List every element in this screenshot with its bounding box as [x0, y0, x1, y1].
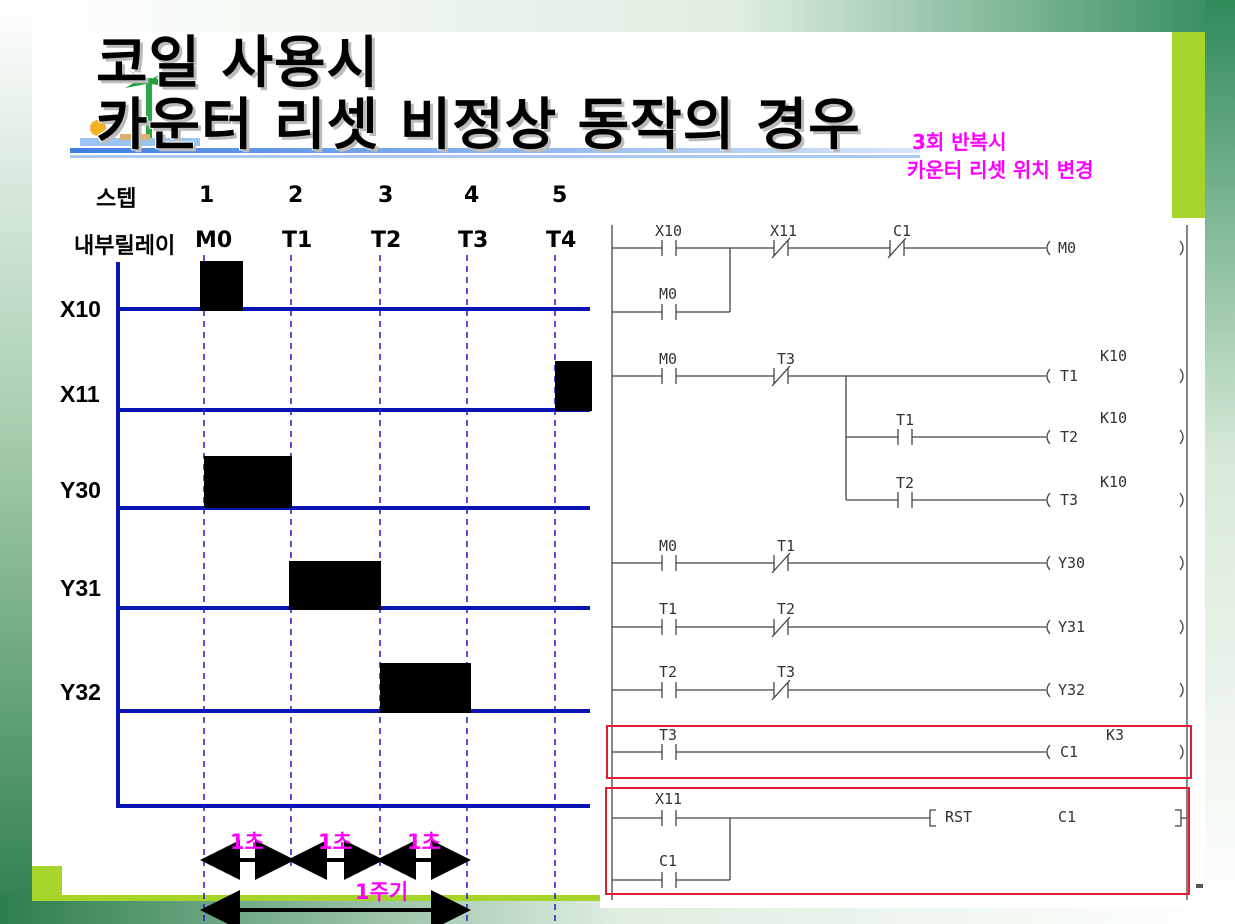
- contact-m0: M0: [659, 350, 677, 368]
- relay-t1: T1: [282, 228, 313, 253]
- coil-t1: T1: [1060, 367, 1078, 385]
- interval-label-2: 1초: [318, 830, 352, 854]
- contact-t3-nc: T3: [777, 350, 795, 368]
- palm-tree-icon: [80, 70, 200, 146]
- pulse-y30: [204, 456, 292, 508]
- note-line1: 3회 반복시: [912, 130, 1007, 154]
- relay-m0: M0: [195, 228, 233, 253]
- cycle-label: 1주기: [355, 880, 409, 904]
- interval-label-3: 1초: [407, 830, 441, 854]
- rst-operand: C1: [1058, 808, 1076, 826]
- relay-t3: T3: [458, 228, 489, 253]
- contact-t3-nc-y32: T3: [777, 663, 795, 681]
- signal-x10: X10: [60, 296, 101, 322]
- contact-t1: T1: [896, 411, 914, 429]
- contact-t2: T2: [896, 474, 914, 492]
- k-t1: K10: [1100, 347, 1127, 365]
- contact-m0-y30: M0: [659, 537, 677, 555]
- coil-y32: Y32: [1058, 681, 1085, 699]
- pulse-y31: [289, 561, 381, 610]
- highlight-box-reset: [605, 787, 1190, 895]
- step-label: 스텝: [96, 187, 137, 212]
- contact-m0-latch: M0: [659, 285, 677, 303]
- contact-t2-nc: T2: [777, 600, 795, 618]
- relay-label: 내부릴레이: [74, 234, 176, 259]
- relay-t4: T4: [546, 228, 577, 253]
- step-4: 4: [464, 183, 480, 208]
- contact-c1-branch: C1: [659, 852, 677, 870]
- step-2: 2: [288, 183, 304, 208]
- contact-t2-y32: T2: [659, 663, 677, 681]
- slide-title-line2: 카운터 리셋 비정상 동작의 경우: [96, 93, 861, 158]
- contact-c1-nc: C1: [893, 222, 911, 240]
- contact-x11-nc: X11: [770, 222, 797, 240]
- signal-y31: Y31: [60, 575, 101, 601]
- rst-instruction: RST: [945, 808, 972, 826]
- contact-t3-c1: T3: [659, 726, 677, 744]
- coil-m0: M0: [1058, 239, 1076, 257]
- contact-x10: X10: [655, 222, 682, 240]
- k-t3: K10: [1100, 473, 1127, 491]
- interval-label-1: 1초: [230, 830, 264, 854]
- step-1: 1: [199, 183, 215, 208]
- coil-y30: Y30: [1058, 554, 1085, 572]
- coil-t2: T2: [1060, 428, 1078, 446]
- pulse-x11: [555, 361, 592, 411]
- relay-t2: T2: [371, 228, 402, 253]
- contact-t1-nc: T1: [777, 537, 795, 555]
- coil-c1: C1: [1060, 743, 1078, 761]
- step-5: 5: [552, 183, 568, 208]
- highlight-box-counter: [606, 725, 1192, 779]
- pulse-y32: [380, 663, 471, 713]
- coil-y31: Y31: [1058, 618, 1085, 636]
- contact-t1-y31: T1: [659, 600, 677, 618]
- slide-title-line1: 코일 사용시: [96, 31, 380, 96]
- k-t2: K10: [1100, 409, 1127, 427]
- contact-x11-rst: X11: [655, 790, 682, 808]
- signal-y30: Y30: [60, 477, 101, 503]
- note-line2: 카운터 리셋 위치 변경: [907, 158, 1094, 182]
- signal-x11: X11: [60, 381, 100, 407]
- step-3: 3: [378, 183, 394, 208]
- coil-t3: T3: [1060, 491, 1078, 509]
- signal-y32: Y32: [60, 679, 101, 705]
- timing-chart: [116, 255, 592, 924]
- pulse-x10: [200, 261, 243, 311]
- k-c1: K3: [1106, 726, 1124, 744]
